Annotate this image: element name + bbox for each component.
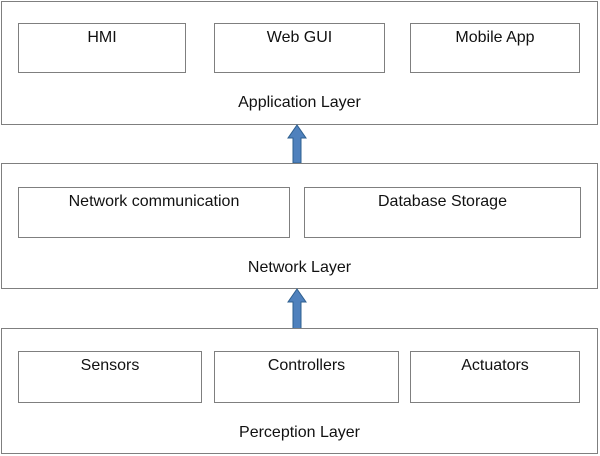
network-communication-box: Network communication xyxy=(18,187,290,238)
hmi-box: HMI xyxy=(18,23,186,73)
network-layer-label: Network Layer xyxy=(247,259,352,276)
database-storage-label: Database Storage xyxy=(378,193,507,210)
network-layer: Network communication Database Storage N… xyxy=(1,163,598,289)
perception-layer: Sensors Controllers Actuators Perception… xyxy=(1,328,598,454)
web-gui-label: Web GUI xyxy=(266,29,333,46)
controllers-box: Controllers xyxy=(214,351,399,403)
sensors-label: Sensors xyxy=(80,357,140,374)
application-layer-label: Application Layer xyxy=(238,94,361,111)
actuators-box: Actuators xyxy=(410,351,580,403)
sensors-box: Sensors xyxy=(18,351,202,403)
mobile-app-label: Mobile App xyxy=(455,29,535,46)
hmi-label: HMI xyxy=(87,29,117,46)
mobile-app-box: Mobile App xyxy=(410,23,580,73)
application-layer: HMI Web GUI Mobile App Application Layer xyxy=(1,1,598,125)
up-arrow-icon xyxy=(287,124,307,164)
actuators-label: Actuators xyxy=(461,357,529,374)
perception-layer-label: Perception Layer xyxy=(239,424,360,441)
web-gui-box: Web GUI xyxy=(214,23,385,73)
controllers-label: Controllers xyxy=(267,357,346,374)
database-storage-box: Database Storage xyxy=(304,187,581,238)
up-arrow-icon xyxy=(287,288,307,330)
network-communication-label: Network communication xyxy=(68,193,240,210)
